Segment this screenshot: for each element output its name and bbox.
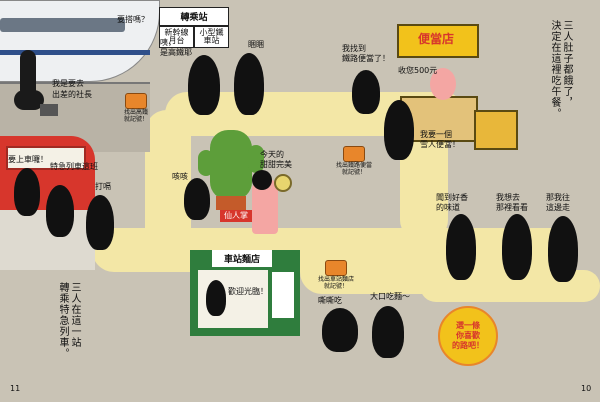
bento-shop-sign: 便當店 bbox=[418, 32, 455, 46]
president-line-2: 出差的社長 bbox=[52, 90, 92, 99]
bento-vendor bbox=[430, 68, 456, 100]
badge-label: 找出鐵路便當就記號！ bbox=[336, 162, 373, 176]
found-bento-line-1: 我找到 bbox=[342, 44, 366, 53]
cactus-sign: 仙人掌 bbox=[220, 210, 252, 222]
want-look-line-1: 我想去 bbox=[496, 193, 520, 202]
red-train-window bbox=[6, 146, 86, 170]
dinosaur-president bbox=[14, 50, 44, 110]
choose-line-1: 選一條 bbox=[456, 321, 480, 330]
lady-head bbox=[252, 170, 272, 190]
page-number-left: 11 bbox=[10, 384, 21, 393]
want-look-speech: 我想去 那裡看看 bbox=[496, 193, 528, 213]
good-smell-line-2: 的味道 bbox=[436, 203, 460, 212]
want-one-line-2: 雪人便當！ bbox=[420, 140, 460, 149]
welcome-speech: 歡迎光臨！ bbox=[228, 287, 268, 296]
noodle-shop-sign: 車站麵店 bbox=[212, 250, 272, 267]
narration-right-line-1: 三人肚子都餓了， bbox=[561, 20, 572, 108]
choose-line-3: 的路吧！ bbox=[452, 341, 484, 350]
special-train-speech: 特急列車這班 bbox=[50, 162, 98, 171]
badge-high-speed: 找出高鐵就記號！ bbox=[124, 93, 148, 123]
big-bite-speech: 大口吃麵～ bbox=[370, 292, 410, 301]
sleepy-speech: 睏睏 bbox=[248, 40, 264, 49]
character-blob bbox=[46, 185, 74, 237]
badge-noodle: 找出車站麵店就記號！ bbox=[318, 260, 354, 290]
found-bento-line-2: 鐵路便當了！ bbox=[342, 54, 390, 63]
station-sign-left: 新幹線月台 bbox=[159, 26, 194, 48]
want-ride-speech: 要搭嗎？ bbox=[117, 15, 149, 24]
go-there-line-2: 這邊走 bbox=[546, 203, 570, 212]
cough-speech: 咳咳 bbox=[172, 172, 188, 181]
found-bento-speech: 我找到 鐵路便當了！ bbox=[342, 44, 390, 64]
badge-label: 找出車站麵店就記號！ bbox=[318, 276, 355, 290]
dessert-line-2: 甜甜完美 bbox=[260, 160, 292, 169]
character-blob bbox=[352, 70, 380, 114]
president-speech: 我是要去 出差的社長 bbox=[52, 78, 92, 100]
bento-shop-roof bbox=[397, 24, 479, 58]
dessert-speech: 今天的 甜甜完美 bbox=[260, 150, 292, 170]
character-blob bbox=[206, 280, 226, 316]
bowl-icon bbox=[325, 260, 347, 276]
character-blob bbox=[372, 306, 404, 358]
page-number-right: 10 bbox=[581, 384, 592, 393]
yellow-path bbox=[145, 110, 191, 260]
narration-left-line-2: 轉乘特急列車。 bbox=[57, 282, 68, 359]
narration-right: 三人肚子都餓了， 決定在這裡吃午餐。 bbox=[548, 20, 572, 150]
choose-line-2: 你喜歡 bbox=[456, 331, 480, 340]
president-line-1: 我是要去 bbox=[52, 79, 84, 88]
narration-right-line-2: 決定在這裡吃午餐。 bbox=[549, 20, 560, 119]
noodle-menu bbox=[272, 272, 294, 318]
character-blob bbox=[234, 53, 264, 115]
character-blob bbox=[322, 308, 358, 352]
character-blob bbox=[86, 195, 114, 250]
character-blob bbox=[548, 216, 578, 282]
character-blob bbox=[188, 55, 220, 115]
slurp-speech: 嘶嘶吃 bbox=[318, 296, 342, 305]
cactus bbox=[210, 130, 252, 200]
cactus-arm bbox=[198, 150, 214, 176]
train-windows bbox=[0, 18, 125, 32]
character-blob bbox=[184, 178, 210, 220]
want-look-line-2: 那裡看看 bbox=[496, 203, 528, 212]
go-there-line-1: 那我往 bbox=[546, 193, 570, 202]
mirror-icon bbox=[274, 174, 292, 192]
cactus-arm bbox=[248, 145, 264, 173]
yawn-speech: 打嗝 bbox=[95, 182, 111, 191]
station-sign-right: 小型鐵車站 bbox=[194, 26, 229, 48]
badge-label: 找出高鐵就記號！ bbox=[124, 109, 149, 123]
good-smell-speech: 聞到好香 的味道 bbox=[436, 193, 468, 213]
narration-left-line-1: 三人在這一站 bbox=[69, 282, 80, 348]
narration-left: 三人在這一站 轉乘特急列車。 bbox=[56, 282, 80, 392]
stationmaster-speech: 咦， 是高鐵耶 bbox=[160, 38, 192, 58]
dessert-line-1: 今天的 bbox=[260, 150, 284, 159]
station-sign-title: 轉乘站 bbox=[159, 7, 229, 26]
bento-price: 收您500元 bbox=[398, 66, 438, 75]
train-icon bbox=[125, 93, 147, 109]
go-there-speech: 那我往 這邊走 bbox=[546, 193, 570, 213]
badge-bento: 找出鐵路便當就記號！ bbox=[336, 146, 372, 176]
station-sign: 轉乘站 新幹線月台 小型鐵車站 bbox=[159, 7, 229, 48]
choose-route-badge: 選一條 你喜歡 的路吧！ bbox=[438, 306, 498, 366]
want-one-speech: 我要一個 雪人便當！ bbox=[420, 130, 460, 150]
bento-icon bbox=[343, 146, 365, 162]
good-smell-line-1: 聞到好香 bbox=[436, 193, 468, 202]
train-stripe bbox=[0, 50, 150, 55]
character-blob bbox=[446, 214, 476, 280]
bento-boxes bbox=[474, 110, 518, 150]
character-blob bbox=[502, 214, 532, 280]
cactus-pot bbox=[216, 196, 246, 210]
character-blob bbox=[384, 100, 414, 160]
character-blob bbox=[14, 168, 40, 216]
stationmaster-line-1: 咦， bbox=[160, 38, 176, 47]
stationmaster-line-2: 是高鐵耶 bbox=[160, 48, 192, 57]
want-one-line-1: 我要一個 bbox=[420, 130, 452, 139]
suitcase bbox=[40, 104, 58, 116]
get-in-speech: 要上車囉！ bbox=[8, 155, 48, 164]
